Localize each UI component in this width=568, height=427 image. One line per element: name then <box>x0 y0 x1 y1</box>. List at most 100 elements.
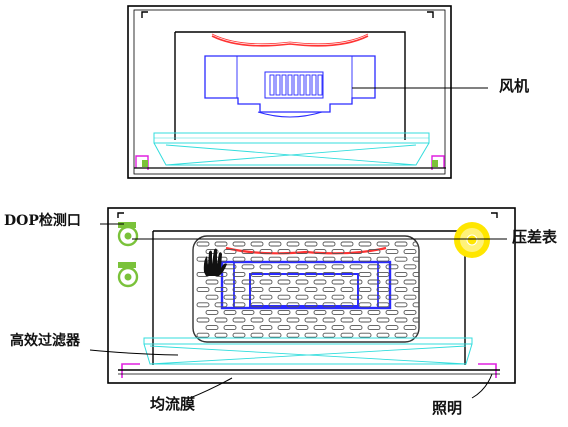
plate-slot <box>331 294 345 300</box>
plate-slot <box>340 271 354 277</box>
impeller-blade <box>281 74 287 96</box>
plate-slot <box>376 271 390 277</box>
plate-slot <box>385 249 399 255</box>
plate-slot <box>277 294 291 300</box>
impeller-blade <box>317 74 323 96</box>
plate-slot <box>286 332 300 338</box>
top-corner-marks <box>141 11 434 18</box>
impeller-blade <box>299 74 305 96</box>
plate-slot <box>313 249 327 255</box>
fan-impeller <box>269 74 323 96</box>
plate-slot <box>394 287 408 293</box>
plate-slot <box>412 256 419 262</box>
plate-slot <box>376 302 390 308</box>
label-diffuser-membrane: 均流膜 <box>150 395 196 413</box>
plate-slot <box>295 309 309 315</box>
plate-slot <box>241 279 255 285</box>
plate-slot <box>313 325 327 331</box>
plate-slot <box>394 271 408 277</box>
plate-slot <box>196 287 210 293</box>
hepa-filter-frame <box>143 337 473 345</box>
bottom-unit-outer-frame <box>107 207 516 384</box>
plate-slot <box>223 294 237 300</box>
plate-slot <box>358 241 372 247</box>
plate-slots <box>196 241 419 338</box>
plate-slot <box>331 249 345 255</box>
hepa-leader-line <box>89 349 179 356</box>
plate-slot <box>295 264 309 270</box>
plate-slot <box>259 279 273 285</box>
top-unit-inner-frame <box>133 9 446 175</box>
plate-slot <box>412 287 419 293</box>
plate-slot <box>196 332 210 338</box>
top-filter <box>153 132 430 166</box>
plate-slot <box>259 309 273 315</box>
plate-slot <box>286 317 300 323</box>
top-lamp-right <box>432 160 438 167</box>
plate-slot <box>340 302 354 308</box>
hepa-filter-body <box>143 343 473 365</box>
plate-slot <box>223 249 237 255</box>
plate-slot <box>223 325 237 331</box>
plate-slot <box>385 264 399 270</box>
membrane-leader-line <box>189 377 233 399</box>
plate-slot <box>286 241 300 247</box>
plate-slot <box>268 302 282 308</box>
plate-slot <box>268 271 282 277</box>
plate-slot <box>322 271 336 277</box>
plate-slot <box>259 325 273 331</box>
plate-slot <box>214 241 228 247</box>
top-filter-body <box>153 142 430 166</box>
plate-slot <box>205 309 219 315</box>
fan <box>204 33 376 118</box>
plate-slot <box>259 264 273 270</box>
plate-slot <box>340 332 354 338</box>
plate-slot <box>367 294 381 300</box>
plate-slot <box>349 325 363 331</box>
plate-slot <box>241 309 255 315</box>
plate-slot <box>340 287 354 293</box>
plate-slot <box>250 332 264 338</box>
plate-slot <box>223 279 237 285</box>
plate-slot <box>313 309 327 315</box>
plate-slot <box>304 287 318 293</box>
plate-slot <box>268 287 282 293</box>
plate-slot <box>232 317 246 323</box>
plate-slot <box>313 294 327 300</box>
impeller-blade <box>305 74 311 96</box>
plate-slot <box>205 325 219 331</box>
plate-slot <box>214 317 228 323</box>
plate-slot <box>358 302 372 308</box>
plate-slot <box>196 241 210 247</box>
plate-slot <box>232 256 246 262</box>
plate-slot <box>340 241 354 247</box>
plate-slot <box>349 279 363 285</box>
perforated-plate-frame <box>192 235 420 343</box>
plate-slot <box>331 325 345 331</box>
plate-slot <box>250 317 264 323</box>
plate-slot <box>412 302 419 308</box>
plate-slot <box>385 279 399 285</box>
plate-slot <box>250 241 264 247</box>
label-fan: 风机 <box>499 77 530 95</box>
plate-slot <box>385 325 399 331</box>
plate-slot <box>304 256 318 262</box>
plate-slot <box>322 241 336 247</box>
plate-slot <box>340 317 354 323</box>
plate-slot <box>232 332 246 338</box>
impeller-blade <box>275 74 281 96</box>
plate-slot <box>268 256 282 262</box>
plate-slot <box>376 241 390 247</box>
plate-slot <box>250 256 264 262</box>
pressure-gauge <box>454 222 490 258</box>
plate-slot <box>196 302 210 308</box>
top-inner-housing <box>174 31 406 140</box>
plate-slot <box>241 294 255 300</box>
plate-slot <box>286 302 300 308</box>
plate-slot <box>322 256 336 262</box>
plate-slot <box>304 332 318 338</box>
plate-slot <box>304 302 318 308</box>
bottom-lamp-brackets <box>121 363 497 378</box>
plate-slot <box>232 241 246 247</box>
top-lamp-left <box>142 160 148 167</box>
